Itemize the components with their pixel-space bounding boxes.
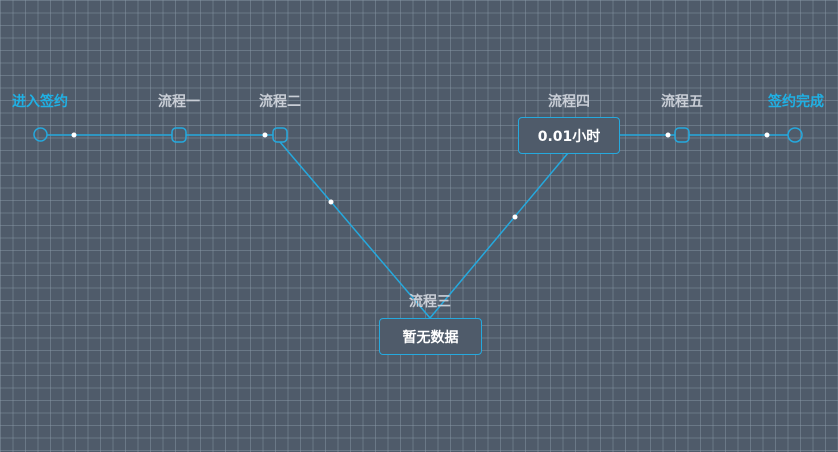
step5-label: 流程五 xyxy=(661,94,703,110)
start-node-icon xyxy=(33,127,48,142)
end-label: 签约完成 xyxy=(768,94,824,110)
start-label: 进入签约 xyxy=(12,94,68,110)
step4-label: 流程四 xyxy=(548,94,590,110)
step3-label: 流程三 xyxy=(409,294,451,310)
step2-node-icon xyxy=(272,127,288,143)
step3-duration-box[interactable]: 暂无数据 xyxy=(379,318,482,355)
step3-duration-value: 暂无数据 xyxy=(402,329,459,346)
end-node-icon xyxy=(787,127,803,143)
step4-duration-value: 0.01小时 xyxy=(537,128,601,145)
step1-node-icon xyxy=(171,127,187,143)
step2-label: 流程二 xyxy=(259,94,301,110)
step5-node-icon xyxy=(674,127,690,143)
step4-duration-box[interactable]: 0.01小时 xyxy=(518,117,620,154)
step1-label: 流程一 xyxy=(158,94,200,110)
